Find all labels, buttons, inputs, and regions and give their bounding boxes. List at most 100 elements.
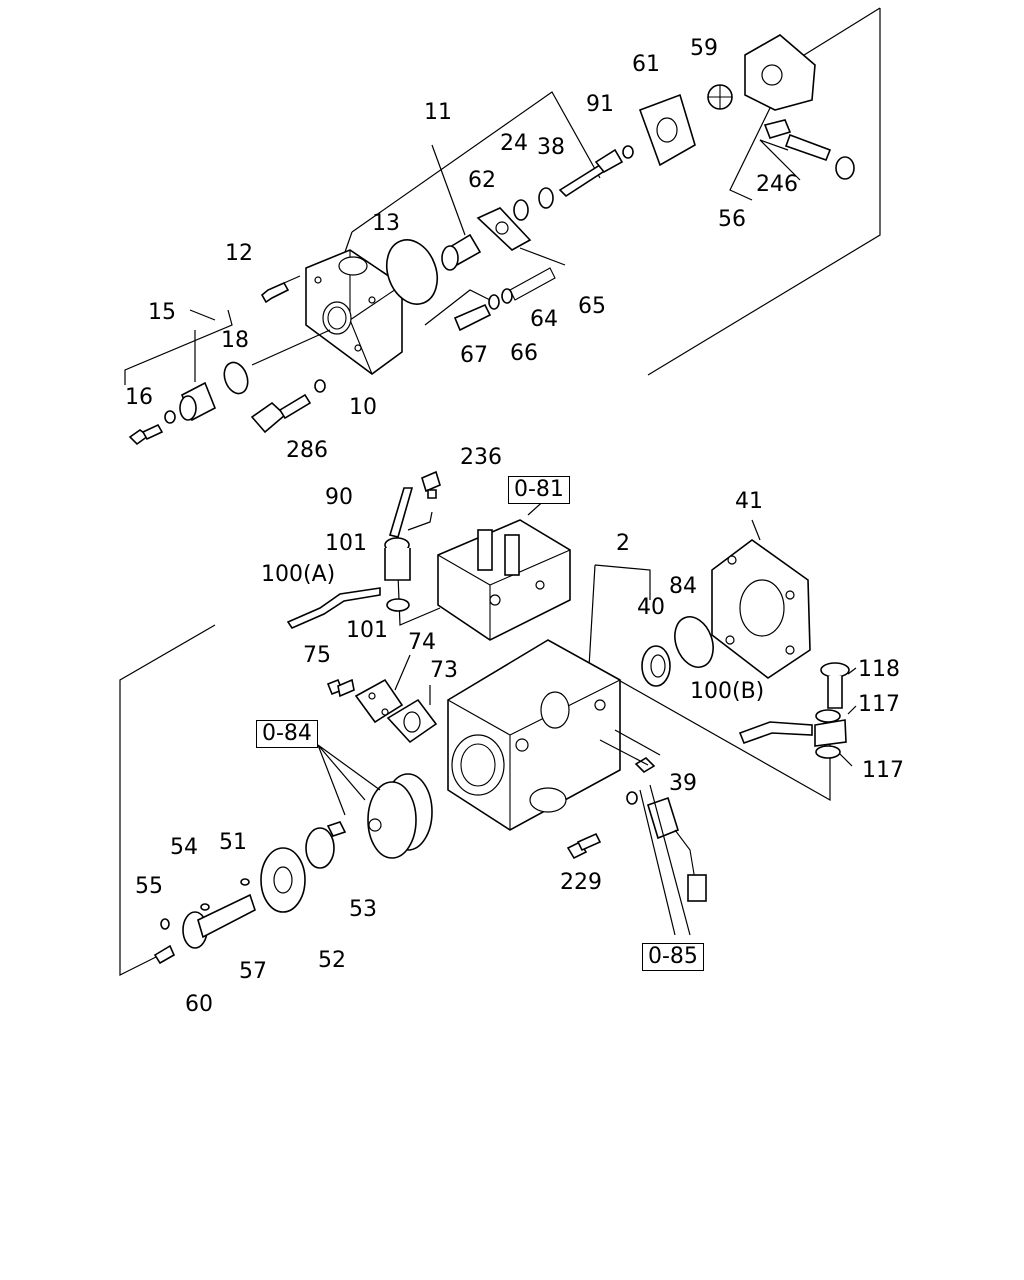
part-100a-pipe	[286, 587, 381, 630]
part-52-timing-gear	[260, 847, 306, 913]
part-label-56: 56	[718, 207, 746, 232]
part-label-101-top: 101	[325, 531, 367, 556]
part-label-286: 286	[286, 438, 328, 463]
part-label-39: 39	[669, 771, 697, 796]
part-246-pins	[763, 119, 855, 180]
part-label-57: 57	[239, 959, 267, 984]
part-24-washer	[513, 199, 529, 221]
part-label-101-bottom: 101	[346, 618, 388, 643]
part-rotor	[441, 233, 482, 271]
part-64-ring	[501, 288, 513, 304]
part-label-15: 15	[148, 300, 176, 325]
part-label-90: 90	[325, 485, 353, 510]
part-75-bolt	[326, 678, 355, 698]
part-label-73: 73	[430, 658, 458, 683]
part-84-o-ring	[674, 616, 714, 668]
part-coupling-disc	[367, 773, 433, 859]
part-65-spring	[509, 267, 556, 301]
part-16-bolt	[128, 423, 164, 446]
part-housing	[305, 249, 403, 375]
part-label-51: 51	[219, 830, 247, 855]
part-117-washer-top	[815, 709, 841, 723]
part-13-o-ring	[385, 239, 439, 305]
part-banjo-fitting	[814, 719, 847, 747]
part-governor-cage	[744, 34, 816, 111]
part-54-key	[200, 903, 210, 911]
part-pump-body	[447, 639, 621, 831]
part-label-24: 24	[500, 131, 528, 156]
part-18-o-ring	[223, 361, 249, 395]
part-label-100b: 100(B)	[690, 679, 765, 704]
part-100b-pipe	[738, 721, 813, 745]
part-label-61: 61	[632, 52, 660, 77]
part-61-cover	[638, 93, 696, 167]
part-label-74: 74	[408, 630, 436, 655]
ref-box-0-81: 0-81	[508, 476, 570, 504]
part-117-washer-bottom	[815, 745, 841, 759]
part-59-impeller	[707, 84, 733, 110]
part-label-40: 40	[637, 595, 665, 620]
part-label-18: 18	[221, 328, 249, 353]
part-label-59: 59	[690, 36, 718, 61]
part-38-washer	[538, 187, 554, 209]
part-101-banjo	[384, 537, 411, 612]
part-label-2: 2	[616, 531, 630, 556]
part-57-drive-shaft	[182, 893, 256, 949]
part-governor-cover	[437, 519, 571, 641]
ref-box-0-85: 0-85	[642, 943, 704, 971]
part-73-gasket	[386, 698, 438, 744]
ref-box-0-84: 0-84	[256, 720, 318, 748]
part-236-bolt	[421, 470, 441, 499]
part-label-118: 118	[858, 657, 900, 682]
part-coupling-bolt	[326, 821, 347, 837]
part-label-38: 38	[537, 135, 565, 160]
part-label-11: 11	[424, 100, 452, 125]
part-sensor	[626, 791, 707, 902]
part-label-12: 12	[225, 241, 253, 266]
part-55-plug	[160, 918, 170, 930]
part-41-cover-plate	[711, 539, 811, 679]
part-74-flange	[354, 678, 404, 724]
part-62-plate	[476, 207, 532, 251]
part-label-84: 84	[669, 574, 697, 599]
part-label-66: 66	[510, 341, 538, 366]
part-53-washer	[305, 827, 335, 869]
part-15-cap	[179, 381, 217, 422]
part-15-washer	[164, 410, 176, 424]
part-label-62: 62	[468, 168, 496, 193]
part-label-117-top: 117	[858, 692, 900, 717]
part-286-fitting	[250, 393, 312, 434]
part-drive-shaft	[558, 148, 624, 198]
upper-pump-assembly	[124, 7, 881, 446]
part-66-ring	[488, 294, 500, 310]
part-118-bolt	[820, 662, 850, 709]
part-229-bolt	[566, 832, 602, 860]
part-67-plunger	[453, 303, 492, 332]
part-label-236: 236	[460, 445, 502, 470]
part-label-91: 91	[586, 92, 614, 117]
part-label-229: 229	[560, 870, 602, 895]
part-label-117-bottom: 117	[862, 758, 904, 783]
part-label-52: 52	[318, 948, 346, 973]
part-label-65: 65	[578, 294, 606, 319]
part-90-pipe	[388, 487, 414, 538]
lower-pump-assembly	[119, 309, 857, 976]
part-10-washer	[314, 379, 326, 393]
part-51-key	[240, 878, 250, 886]
part-label-13: 13	[372, 211, 400, 236]
part-12-bolt	[260, 275, 301, 304]
part-label-16: 16	[125, 385, 153, 410]
part-label-67: 67	[460, 343, 488, 368]
part-label-246: 246	[756, 172, 798, 197]
part-label-41: 41	[735, 489, 763, 514]
part-91-ring	[622, 145, 634, 159]
part-label-75: 75	[303, 643, 331, 668]
part-label-60: 60	[185, 992, 213, 1017]
part-40-bearing	[641, 645, 671, 687]
part-label-54: 54	[170, 835, 198, 860]
part-label-100a: 100(A)	[261, 562, 336, 587]
part-label-53: 53	[349, 897, 377, 922]
part-60-spring	[153, 944, 176, 965]
